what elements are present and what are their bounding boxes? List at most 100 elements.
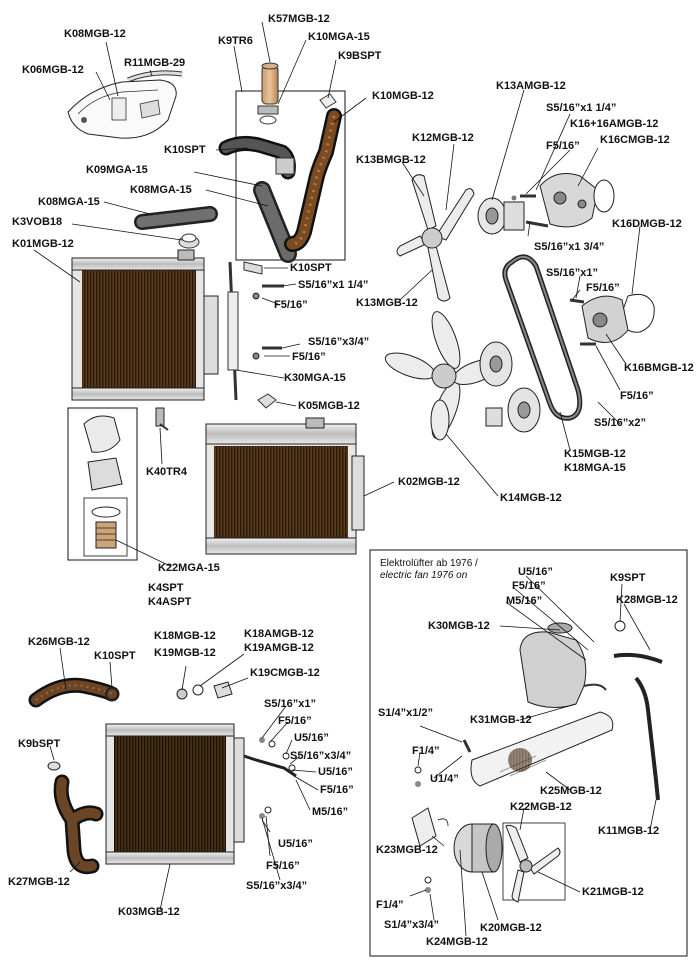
label-k08mga15: K08MGA-15: [130, 184, 192, 196]
label-k23mgb12: K23MGB-12: [376, 844, 438, 856]
label-k30mga15: K30MGA-15: [284, 372, 346, 384]
label-k4spt: K4SPT: [148, 582, 184, 594]
label-k05mgb12: K05MGB-12: [298, 400, 360, 412]
label-s516-134: S5/16”x1 3/4”: [534, 241, 605, 253]
label-k9spt: K9SPT: [610, 572, 646, 584]
label-u516-d: U5/16”: [278, 838, 313, 850]
k09-hose-part: [218, 135, 296, 180]
label-s516-1-b: S5/16”x1”: [264, 698, 316, 710]
k20-motor-part: [453, 823, 503, 873]
label-k31mgb12: K31MGB-12: [470, 714, 532, 726]
label-k16dmgb12: K16DMGB-12: [612, 218, 682, 230]
water-pump-pulley-part: [477, 197, 525, 235]
label-s516-34-a: S5/16”x3/4”: [308, 336, 370, 348]
label-k30mgb12: K30MGB-12: [428, 620, 490, 632]
k02-radiator-part: [205, 417, 365, 555]
label-s516-34-b: S5/16”x3/4”: [290, 750, 352, 762]
k16b-pump-part: [569, 295, 629, 346]
k25-shroud-part: [470, 711, 614, 787]
k08mga-hose-part: [134, 206, 218, 230]
thermostat-inner-frame: [83, 497, 128, 557]
label-k13bmgb12: K13BMGB-12: [356, 154, 426, 166]
label-s14-12: S1/4”x1/2”: [378, 707, 434, 719]
label-m516-b: M5/16”: [312, 806, 349, 818]
label-u516-c: U5/16”: [318, 766, 353, 778]
label-k25mgb12: K25MGB-12: [540, 785, 602, 797]
label-k16cmgb12: K16CMGB-12: [600, 134, 670, 146]
label-k24mgb12: K24MGB-12: [426, 936, 488, 948]
label-k21mgb12: K21MGB-12: [582, 886, 644, 898]
label-f516-f: F5/16”: [512, 580, 546, 592]
label-s516-2: S5/16”x2”: [594, 417, 646, 429]
k18-k19-parts: [176, 681, 233, 700]
label-f516-a: F5/16”: [546, 140, 580, 152]
k30mgb-tank-part: [519, 622, 607, 708]
label-k02mgb12: K02MGB-12: [398, 476, 460, 488]
label-s516-34-c: S5/16”x3/4”: [246, 880, 308, 892]
label-k09mga15: K09MGA-15: [86, 164, 148, 176]
k3vob18-cap-part: [178, 233, 200, 249]
label-k06mgb12: K06MGB-12: [22, 64, 84, 76]
k26-hose-part: [28, 677, 120, 708]
k9bspt-bottom-part: [47, 761, 61, 771]
label-k12mgb12: K12MGB-12: [412, 132, 474, 144]
k9bspt-clip-part: [319, 93, 337, 109]
thermostat-housing-part: [83, 415, 123, 549]
label-k22mga15: K22MGA-15: [158, 562, 220, 574]
label-k03mgb12: K03MGB-12: [118, 906, 180, 918]
label-k20mgb12: K20MGB-12: [480, 922, 542, 934]
label-k26mgb12: K26MGB-12: [28, 636, 90, 648]
label-k4aspt: K4ASPT: [148, 596, 192, 608]
label-s516-114-a: S5/16”x1 1/4”: [546, 102, 617, 114]
k57-hose-part: [257, 62, 279, 125]
label-k28mgb12: K28MGB-12: [616, 594, 678, 606]
label-f516-h: F5/16”: [320, 784, 354, 796]
electric-fan-frame: [369, 549, 688, 957]
label-k10mga15-top: K10MGA-15: [308, 31, 370, 43]
label-s516-1: S5/16”x1”: [546, 267, 598, 279]
label-s14-34: S1/4”x3/4”: [384, 919, 440, 931]
label-f516-d: F5/16”: [292, 351, 326, 363]
label-m516-a: M5/16”: [506, 595, 543, 607]
k15-fan-belt-part: [502, 254, 583, 421]
label-k27mgb12: K27MGB-12: [8, 876, 70, 888]
label-f516-c: F5/16”: [274, 299, 308, 311]
label-f516-g: F5/16”: [278, 715, 312, 727]
small-screws-mid: [252, 284, 284, 409]
k16-water-pump-part: [539, 173, 615, 228]
label-k19mgb12: K19MGB-12: [154, 647, 216, 659]
label-k08mga15b: K08MGA-15: [38, 196, 100, 208]
k21-fan-blade-part: [505, 824, 561, 903]
label-k16bmgb12: K16BMGB-12: [624, 362, 694, 374]
fan-blade-inner-frame: [502, 822, 566, 901]
label-u14: U1/4”: [430, 773, 459, 785]
label-k19cmgb12: K19CMGB-12: [250, 667, 320, 679]
electric-fan-title: Elektrolüfter ab 1976 / electric fan 197…: [380, 558, 478, 582]
k40-sensor-part: [155, 407, 169, 431]
top-cowl-part: [67, 79, 177, 139]
label-k9tr6: K9TR6: [218, 35, 253, 47]
label-k9bspt-bottom: K9bSPT: [18, 738, 61, 750]
label-k14mgb12: K14MGB-12: [500, 492, 562, 504]
k01-radiator-part: [71, 249, 219, 401]
electric-fan-title-de: Elektrolüfter ab 1976 /: [380, 558, 478, 569]
k08-bellows-hose-part: [253, 181, 297, 263]
label-k16-16amgb12: K16+16AMGB-12: [570, 118, 659, 130]
label-k19amgb12: K19AMGB-12: [244, 642, 314, 654]
label-k13amgb12: K13AMGB-12: [496, 80, 566, 92]
label-s516-114-b: S5/16”x1 1/4”: [298, 279, 369, 291]
label-k10spt-b: K10SPT: [290, 262, 332, 274]
label-k11mgb12: K11MGB-12: [598, 825, 660, 837]
label-k18amgb12: K18AMGB-12: [244, 628, 314, 640]
label-k22mgb12: K22MGB-12: [510, 801, 572, 813]
label-k18mga15: K18MGA-15: [564, 462, 626, 474]
label-k57mgb12: K57MGB-12: [268, 13, 330, 25]
label-k40tr4: K40TR4: [146, 466, 187, 478]
label-f516-i: F5/16”: [266, 860, 300, 872]
electric-fan-title-en: electric fan 1976 on: [380, 570, 468, 581]
leader-lines: [33, 21, 657, 937]
label-k9bspt-top: K9BSPT: [338, 50, 382, 62]
label-u516-b: U5/16”: [294, 732, 329, 744]
label-u516-a: U5/16”: [518, 566, 553, 578]
label-r11mgb29: R11MGB-29: [124, 57, 186, 69]
